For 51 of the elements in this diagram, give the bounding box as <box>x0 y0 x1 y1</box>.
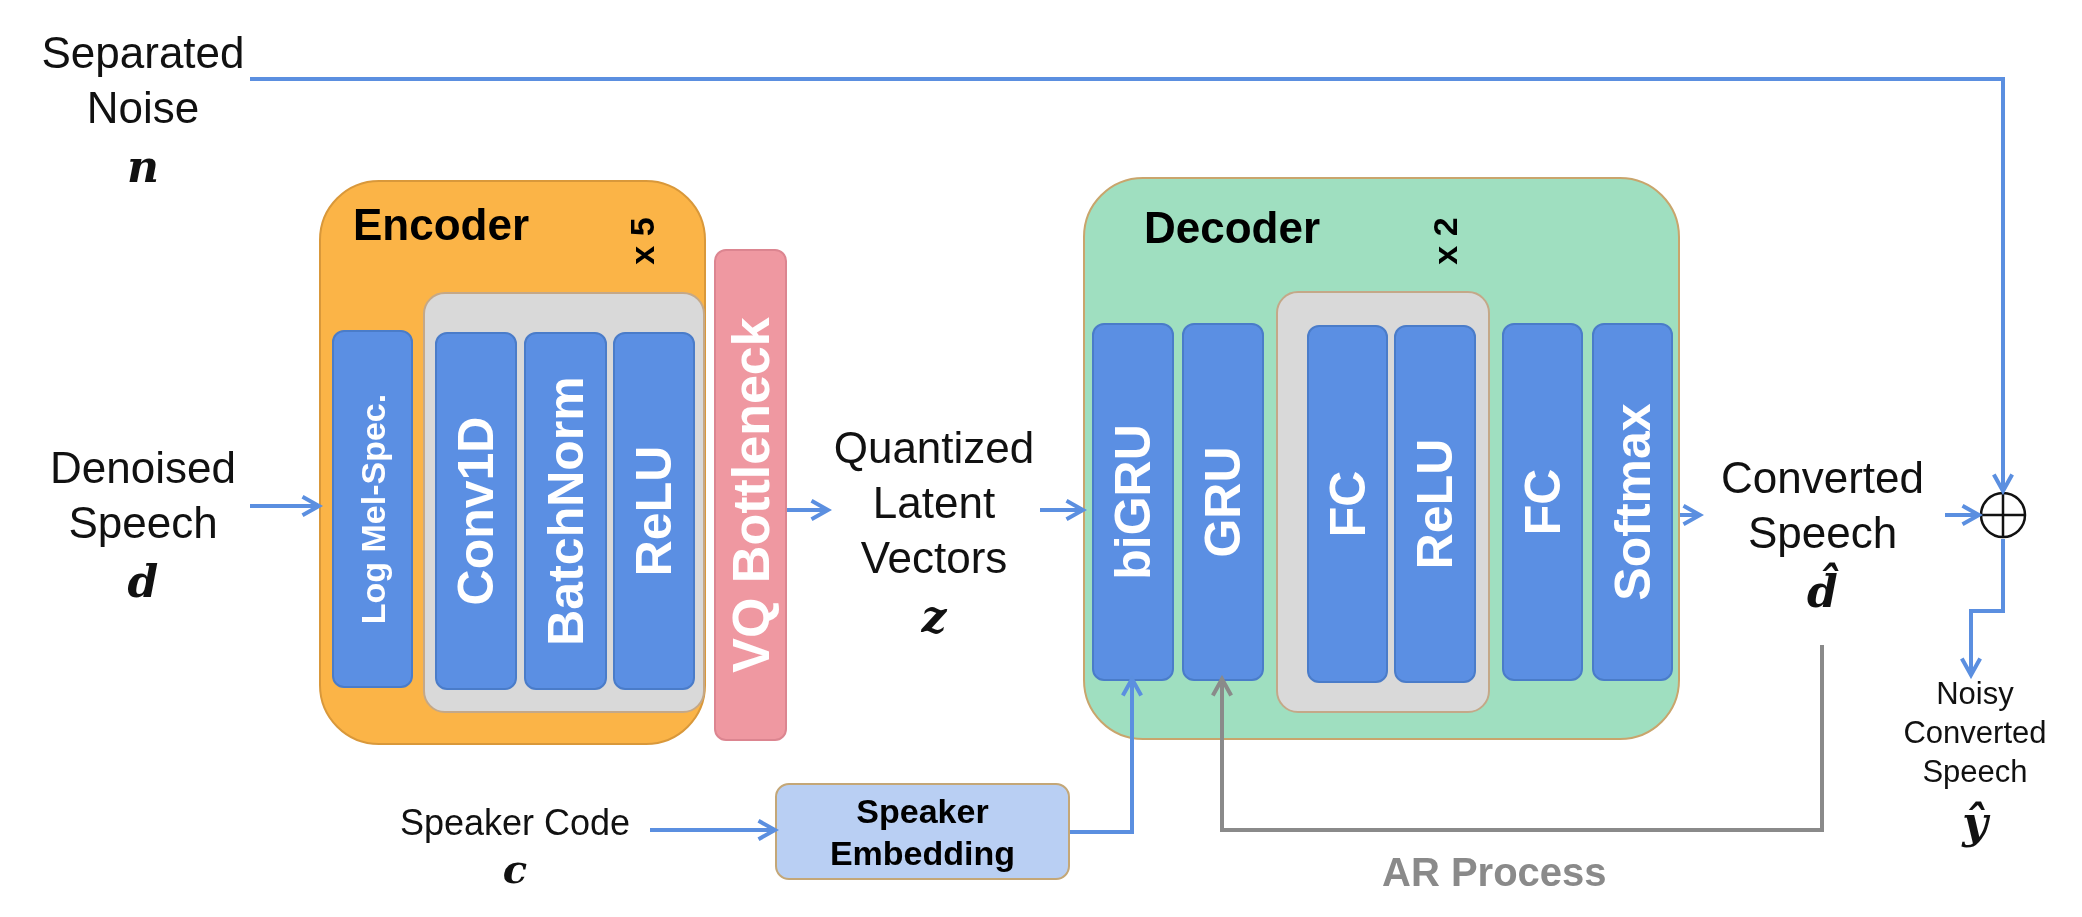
layer-block <box>1307 325 1388 683</box>
block-label: Speaker Embedding <box>828 790 1017 874</box>
arrow <box>1040 498 1085 522</box>
encoder-panel <box>319 180 706 745</box>
embedding-box <box>775 783 1070 880</box>
layer-label: VQ Bottleneck <box>720 317 781 673</box>
repeat-group-box <box>423 292 705 713</box>
layer-label: Conv1D <box>447 416 505 606</box>
layer-block <box>435 332 517 690</box>
layer-label: Log Mel-Spec. <box>353 393 392 625</box>
layer-block <box>524 332 607 690</box>
layer-block <box>1394 325 1476 683</box>
layer-label: BatchNorm <box>536 376 595 646</box>
arrow <box>787 498 830 522</box>
layer-label: FC <box>1318 470 1377 538</box>
math-symbol: d̂ <box>1807 562 1838 622</box>
layer-label: FC <box>1513 468 1572 536</box>
repeat-count: x 2 <box>1425 217 1465 265</box>
layer-block <box>1182 323 1264 681</box>
bottleneck-block <box>714 249 787 741</box>
layer-block <box>1502 323 1583 681</box>
arrow <box>250 494 321 518</box>
decoder-panel <box>1083 177 1680 740</box>
arrow <box>650 818 777 842</box>
repeat-count: x 5 <box>622 217 662 265</box>
layer-block <box>613 332 695 690</box>
repeat-group-box <box>1276 291 1490 713</box>
edge-label: AR Process <box>1382 850 1607 895</box>
layer-label: biGRU <box>1104 424 1162 580</box>
layer-label: ReLU <box>1406 438 1464 570</box>
arrow <box>1945 503 1981 527</box>
arrow <box>1070 677 1144 834</box>
math-symbol: z <box>921 590 947 644</box>
layer-label: GRU <box>1194 446 1252 558</box>
layer-block <box>1092 323 1174 681</box>
layer-block <box>332 330 413 688</box>
panel-title: Encoder <box>353 200 530 250</box>
signal-label: Noisy Converted Speech <box>1902 675 2048 791</box>
math-symbol: n <box>127 140 159 194</box>
layer-label: ReLU <box>625 445 683 577</box>
panel-title: Decoder <box>1144 203 1321 253</box>
arrow <box>250 77 2015 493</box>
arrow <box>1680 503 1702 527</box>
layer-label: Softmax <box>1603 403 1662 601</box>
signal-label: Speaker Code <box>399 801 631 845</box>
math-symbol: c <box>502 844 528 894</box>
arrow <box>1959 539 2005 677</box>
arrow <box>1210 645 1824 832</box>
math-symbol: d <box>127 555 159 609</box>
layer-block <box>1592 323 1673 681</box>
sum-junction-icon <box>1979 491 2027 539</box>
